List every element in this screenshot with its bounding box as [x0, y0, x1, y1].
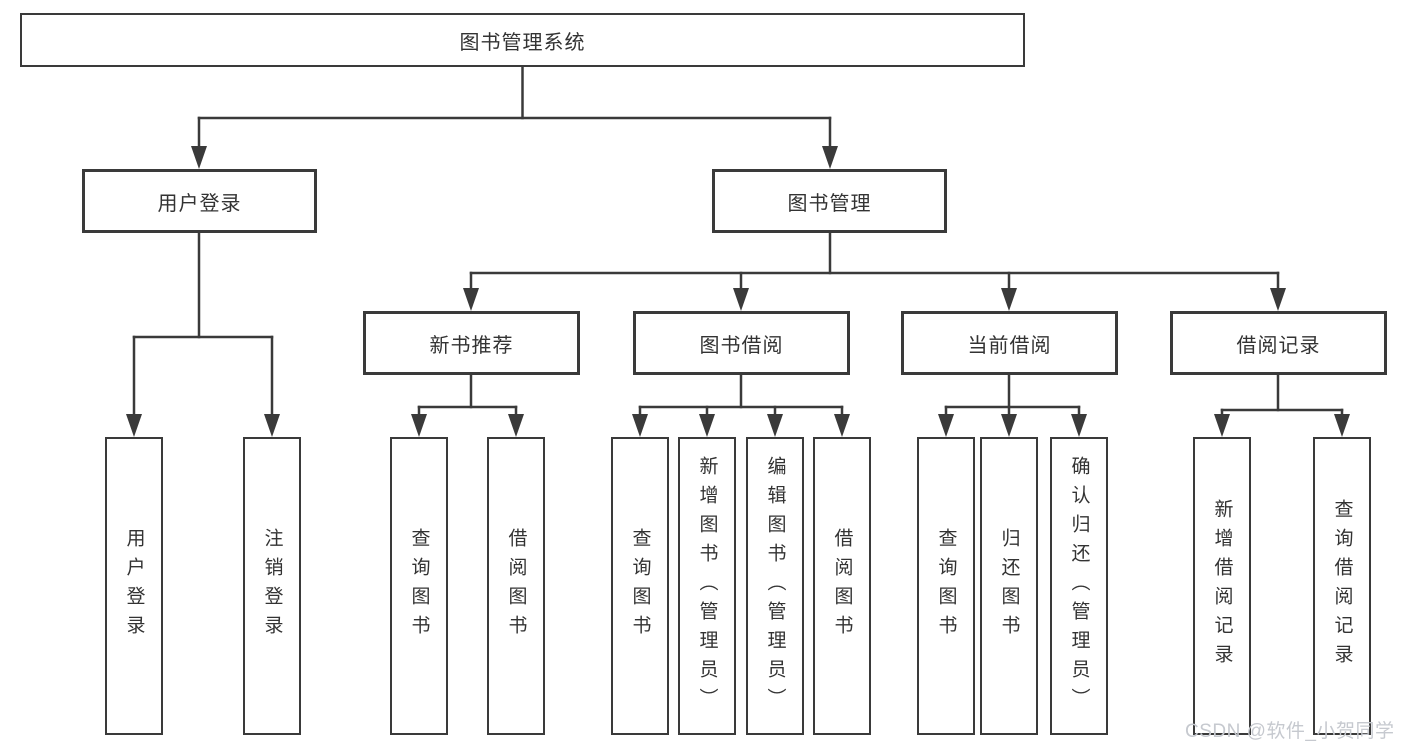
- node-current-borrow: 当前借阅: [901, 311, 1118, 375]
- leaf-logout-login: 注销登录: [243, 437, 301, 735]
- leaf-confirm-return-admin: 确认归还（管理员）: [1050, 437, 1108, 735]
- node-borrow-records: 借阅记录: [1170, 311, 1387, 375]
- csdn-watermark: CSDN @软件_小贺同学: [1185, 721, 1395, 742]
- node-book-management: 图书管理: [712, 169, 947, 233]
- leaf-user-login: 用户登录: [105, 437, 163, 735]
- leaf-recommend-borrow-book: 借阅图书: [487, 437, 545, 735]
- leaf-recommend-query-book: 查询图书: [390, 437, 448, 735]
- node-new-book-recommend: 新书推荐: [363, 311, 580, 375]
- node-book-borrow: 图书借阅: [633, 311, 850, 375]
- leaf-edit-book-admin: 编辑图书（管理员）: [746, 437, 804, 735]
- leaf-query-borrow-record: 查询借阅记录: [1313, 437, 1371, 735]
- node-root: 图书管理系统: [20, 13, 1025, 67]
- leaf-return-book: 归还图书: [980, 437, 1038, 735]
- leaf-add-borrow-record: 新增借阅记录: [1193, 437, 1251, 735]
- arrowhead-icons: [126, 146, 1350, 437]
- node-user-login: 用户登录: [82, 169, 317, 233]
- leaf-borrow-query-book: 查询图书: [611, 437, 669, 735]
- leaf-borrow-borrow-book: 借阅图书: [813, 437, 871, 735]
- leaf-add-book-admin: 新增图书（管理员）: [678, 437, 736, 735]
- leaf-current-query-book: 查询图书: [917, 437, 975, 735]
